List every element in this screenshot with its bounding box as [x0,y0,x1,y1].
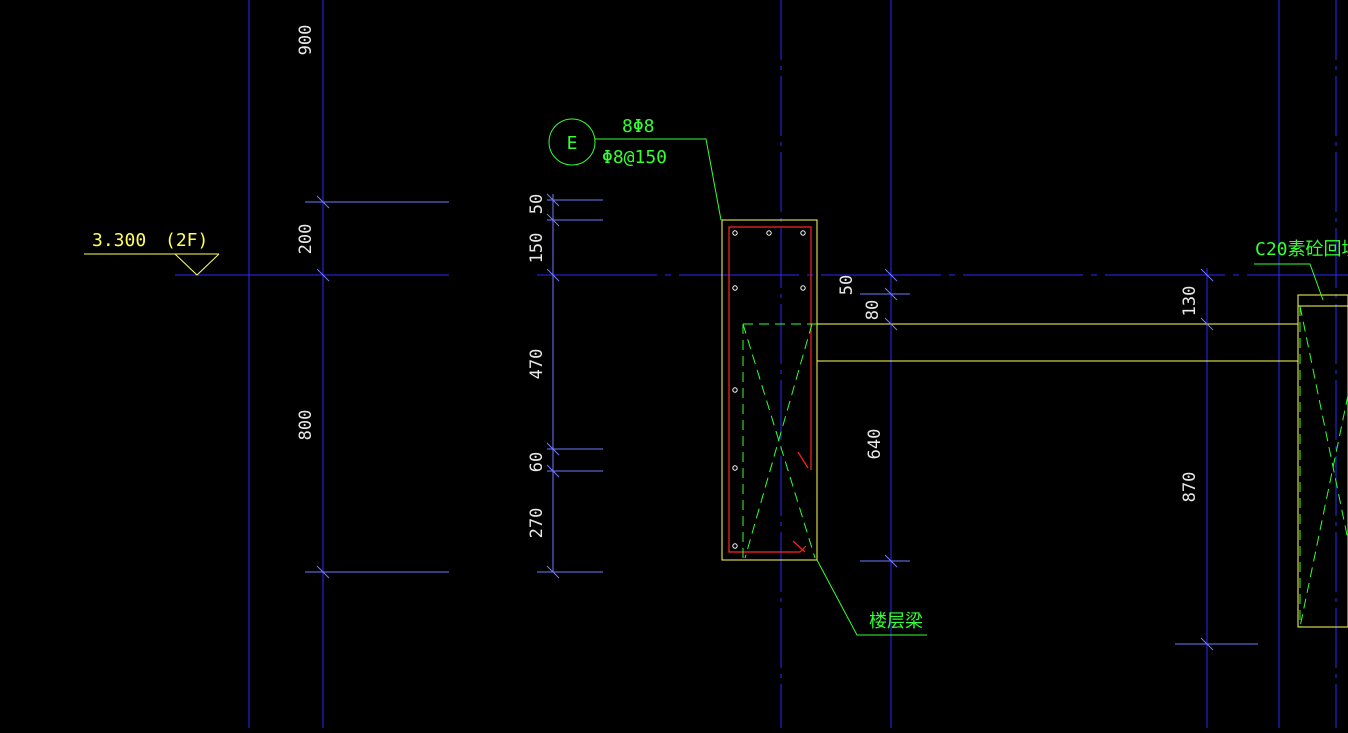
section-callout-symbol: E [567,133,578,154]
main-rebar-label: 8Φ8 [622,116,655,137]
rebar-dot [732,543,738,549]
rebar-dot [732,387,738,393]
dim-text-200: 200 [296,224,316,255]
floor-beam-leader [816,559,927,636]
fill-note-leader [1254,263,1324,301]
slab-cut-x [742,323,817,560]
dim-text-640: 640 [865,429,885,460]
cut-line [742,323,816,559]
dim-tick [546,193,560,207]
dim-tick [1200,637,1214,651]
beam-outline [721,219,818,561]
section-callout-leader [595,138,722,221]
dim-tick [884,554,898,568]
section-callout [548,118,722,221]
fill-block-outline [1297,294,1348,628]
elevation-triangle [174,253,220,276]
rebar-dot [732,230,738,236]
cut-line [744,323,813,559]
dim-text-270: 270 [527,508,547,539]
elevation-floor-label: (2F) [165,230,208,251]
rebar-dot [766,230,772,236]
dim-tick [546,464,560,478]
dim-text-150: 150 [527,233,547,264]
rebar-dot [732,465,738,471]
dim-tick [546,442,560,456]
fill-block-x [1299,305,1348,628]
stirrup-hook [797,451,809,469]
dim-text-470: 470 [527,349,547,380]
dimension-chain-section [537,193,603,579]
dim-text-mid-50: 50 [837,275,857,295]
dim-tick [316,565,330,579]
dim-text-800: 800 [296,410,316,441]
dim-text-50: 50 [527,194,547,214]
axis-lines [175,0,1348,728]
dim-tick [546,213,560,227]
fill-note-label: C20素砼回填 [1255,239,1348,260]
dim-tick [316,195,330,209]
dim-tick [884,317,898,331]
section-callout-circle [548,118,596,166]
dim-tick [1200,317,1214,331]
slab-lines [817,294,1348,628]
rebar-dot [800,285,806,291]
dimension-chain-left [305,195,449,579]
beam-section [721,219,818,561]
dim-tick [546,565,560,579]
elevation-marker [84,253,220,276]
dim-tick [884,268,898,282]
dimension-chain-right [1175,268,1258,651]
rebar-dots [732,230,806,549]
dim-tick [884,287,898,301]
stirrup-outline [728,226,812,553]
dim-tick [316,268,330,282]
floor-beam-label: 楼层梁 [869,611,923,632]
dimension-chain-middle [860,268,910,568]
stirrup-label: Φ8@150 [602,147,667,168]
dim-text-900: 900 [296,25,316,56]
elevation-value: 3.300 [92,230,146,251]
dim-tick [1200,268,1214,282]
cut-line [1299,305,1348,541]
dim-text-mid-80: 80 [863,300,883,320]
dim-text-870: 870 [1180,472,1200,503]
dim-tick [546,268,560,282]
rebar-dot [732,285,738,291]
rebar-dot [800,230,806,236]
cut-line [1299,394,1348,628]
dim-text-60: 60 [527,452,547,472]
dim-text-130: 130 [1180,286,1200,317]
